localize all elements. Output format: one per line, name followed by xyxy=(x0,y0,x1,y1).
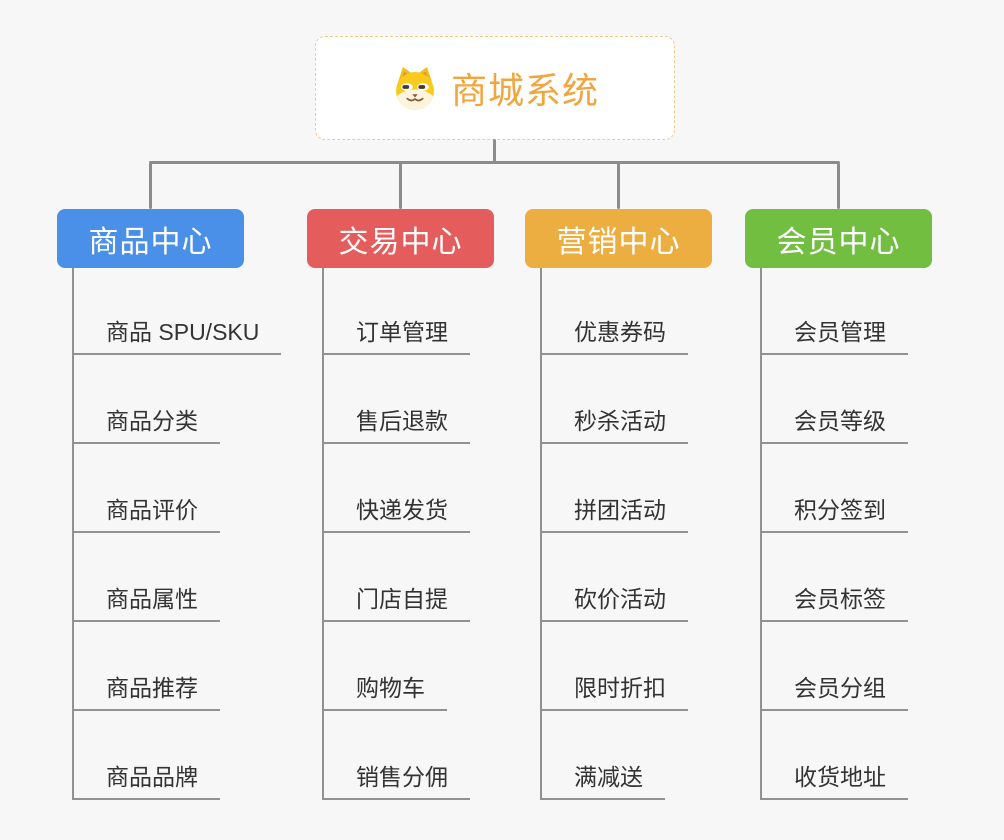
leaf-row: 拼团活动 xyxy=(540,444,800,533)
connector-drop-member-center xyxy=(837,163,840,209)
branch-product-center: 商品中心商品 SPU/SKU 商品分类商品评价商品属性商品推荐商品品牌 xyxy=(57,209,282,800)
leaf-node[interactable]: 购物车 xyxy=(322,675,447,711)
leaf-node[interactable]: 会员等级 xyxy=(760,408,908,444)
root-title: 商城系统 xyxy=(450,70,599,111)
leaf-row: 商品推荐 xyxy=(72,622,332,711)
leaf-node[interactable]: 售后退款 xyxy=(322,408,470,444)
leaf-node[interactable]: 收货地址 xyxy=(760,764,908,800)
leaf-row: 商品分类 xyxy=(72,355,332,444)
leaf-node[interactable]: 会员分组 xyxy=(760,675,908,711)
leaf-row: 会员分组 xyxy=(760,622,1004,711)
leaf-row: 会员管理 xyxy=(760,268,1004,355)
leaf-row: 砍价活动 xyxy=(540,533,800,622)
leaf-node[interactable]: 满减送 xyxy=(540,764,665,800)
leaf-node[interactable]: 门店自提 xyxy=(322,586,470,622)
leaf-node[interactable]: 商品 SPU/SKU xyxy=(72,319,282,355)
leaf-row: 商品品牌 xyxy=(72,711,332,800)
leaf-row: 会员标签 xyxy=(760,533,1004,622)
leaf-node[interactable]: 拼团活动 xyxy=(540,497,688,533)
branch-box-trade-center[interactable]: 交易中心 xyxy=(307,209,494,268)
leaf-node[interactable]: 商品评价 xyxy=(72,497,220,533)
branch-box-member-center[interactable]: 会员中心 xyxy=(745,209,932,268)
leaf-row: 门店自提 xyxy=(322,533,582,622)
branch-trade-center: 交易中心订单管理售后退款快递发货门店自提购物车销售分佣 xyxy=(307,209,494,800)
root-node[interactable]: 商城系统 xyxy=(315,36,675,140)
leaf-node[interactable]: 积分签到 xyxy=(760,497,908,533)
leaf-node[interactable]: 商品属性 xyxy=(72,586,220,622)
leaf-list-product-center: 商品 SPU/SKU 商品分类商品评价商品属性商品推荐商品品牌 xyxy=(72,268,332,800)
connector-drop-product-center xyxy=(149,163,152,209)
leaf-node[interactable]: 限时折扣 xyxy=(540,675,688,711)
connector-root-drop xyxy=(493,139,496,163)
connector-trunk-trade-center xyxy=(322,268,324,800)
connector-bus xyxy=(149,161,840,164)
leaf-list-marketing-center: 优惠券码秒杀活动拼团活动砍价活动限时折扣满减送 xyxy=(540,268,800,800)
leaf-row: 订单管理 xyxy=(322,268,582,355)
leaf-row: 售后退款 xyxy=(322,355,582,444)
leaf-row: 商品 SPU/SKU xyxy=(72,268,332,355)
leaf-node[interactable]: 商品推荐 xyxy=(72,675,220,711)
leaf-row: 商品评价 xyxy=(72,444,332,533)
connector-drop-marketing-center xyxy=(617,163,620,209)
leaf-row: 优惠券码 xyxy=(540,268,800,355)
leaf-row: 限时折扣 xyxy=(540,622,800,711)
leaf-row: 积分签到 xyxy=(760,444,1004,533)
leaf-node[interactable]: 快递发货 xyxy=(322,497,470,533)
leaf-row: 满减送 xyxy=(540,711,800,800)
leaf-node[interactable]: 秒杀活动 xyxy=(540,408,688,444)
leaf-node[interactable]: 优惠券码 xyxy=(540,319,688,355)
leaf-row: 会员等级 xyxy=(760,355,1004,444)
leaf-row: 秒杀活动 xyxy=(540,355,800,444)
connector-trunk-member-center xyxy=(760,268,762,800)
leaf-list-trade-center: 订单管理售后退款快递发货门店自提购物车销售分佣 xyxy=(322,268,582,800)
dog-face-icon xyxy=(391,64,439,112)
leaf-row: 销售分佣 xyxy=(322,711,582,800)
leaf-list-member-center: 会员管理会员等级积分签到会员标签会员分组收货地址 xyxy=(760,268,1004,800)
branch-marketing-center: 营销中心优惠券码秒杀活动拼团活动砍价活动限时折扣满减送 xyxy=(525,209,712,800)
leaf-row: 快递发货 xyxy=(322,444,582,533)
leaf-row: 收货地址 xyxy=(760,711,1004,800)
connector-trunk-marketing-center xyxy=(540,268,542,800)
leaf-node[interactable]: 销售分佣 xyxy=(322,764,470,800)
leaf-node[interactable]: 商品品牌 xyxy=(72,764,220,800)
connector-trunk-product-center xyxy=(72,268,74,800)
connector-drop-trade-center xyxy=(399,163,402,209)
leaf-node[interactable]: 会员标签 xyxy=(760,586,908,622)
branch-box-marketing-center[interactable]: 营销中心 xyxy=(525,209,712,268)
branch-member-center: 会员中心会员管理会员等级积分签到会员标签会员分组收货地址 xyxy=(745,209,932,800)
leaf-row: 商品属性 xyxy=(72,533,332,622)
leaf-node[interactable]: 会员管理 xyxy=(760,319,908,355)
branch-box-product-center[interactable]: 商品中心 xyxy=(57,209,244,268)
leaf-node[interactable]: 订单管理 xyxy=(322,319,470,355)
leaf-row: 购物车 xyxy=(322,622,582,711)
leaf-node[interactable]: 商品分类 xyxy=(72,408,220,444)
leaf-node[interactable]: 砍价活动 xyxy=(540,586,688,622)
